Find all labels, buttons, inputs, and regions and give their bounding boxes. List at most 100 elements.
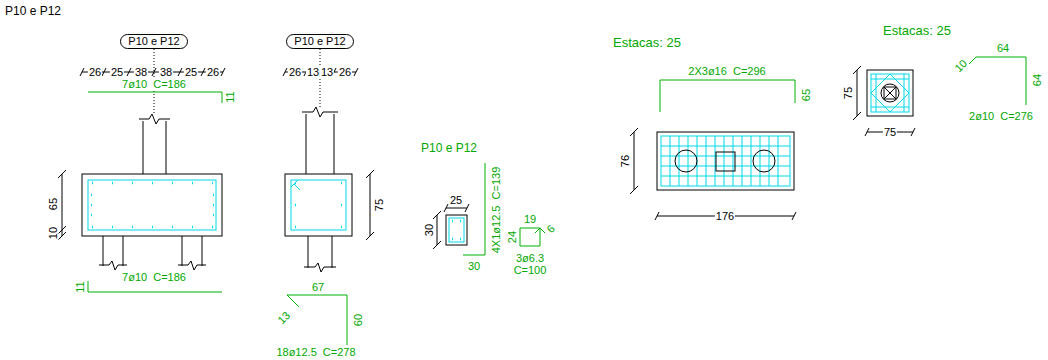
dimension-value: 26 bbox=[288, 67, 302, 78]
dimension-value: 30 bbox=[424, 223, 435, 237]
rebar-dot bbox=[295, 183, 342, 227]
pile-cap bbox=[867, 70, 913, 116]
dimension-value: 26 bbox=[88, 67, 102, 78]
dimension-tick bbox=[58, 170, 66, 240]
dimension-line bbox=[437, 215, 438, 245]
rebar-callout: 18ø12.5 C=278 bbox=[275, 347, 356, 358]
rebar-length: 10 bbox=[952, 57, 970, 75]
stirrup bbox=[88, 180, 216, 230]
column-outline bbox=[446, 215, 467, 245]
column bbox=[884, 87, 896, 99]
pile-cap bbox=[285, 174, 352, 236]
pile-cap bbox=[657, 132, 794, 190]
rebar-bar bbox=[88, 281, 222, 292]
dimension-value: 25 bbox=[184, 67, 198, 78]
rebar-callout: 3ø6.3 bbox=[515, 253, 545, 264]
rebar-length: 6 bbox=[544, 222, 558, 236]
dimension-tick bbox=[853, 66, 861, 120]
dimension-value: 38 bbox=[159, 67, 173, 78]
pile-cap bbox=[82, 174, 222, 236]
dimension-line bbox=[446, 208, 467, 209]
rebar-bar bbox=[463, 163, 545, 255]
rebar-grid bbox=[661, 136, 790, 186]
rebar-grid bbox=[871, 74, 909, 112]
stirrup-hook bbox=[291, 180, 300, 190]
rebar-bar bbox=[88, 92, 222, 292]
stirrup-shape bbox=[967, 57, 1026, 105]
view-tag-text: P10 e P12 bbox=[128, 36, 179, 47]
drawing-title: P10 e P12 bbox=[4, 5, 62, 17]
rebar-length: 11 bbox=[225, 90, 236, 103]
dimension-line bbox=[82, 72, 223, 73]
view-label: P10 e P12 bbox=[420, 142, 478, 154]
rebar-callout: 2X3ø16 C=296 bbox=[687, 66, 766, 77]
dimension-value: 65 bbox=[48, 197, 59, 211]
dimension-value: 75 bbox=[883, 127, 897, 138]
dimension-value: 26 bbox=[206, 67, 220, 78]
rebar-length: 64 bbox=[1032, 73, 1043, 87]
rebar-bar bbox=[88, 92, 222, 103]
rebar-grid bbox=[871, 74, 909, 112]
pile bbox=[881, 84, 899, 102]
rebar-length: 30 bbox=[467, 261, 481, 272]
rebar-bar bbox=[660, 57, 1026, 112]
rebar-callout: 7ø10 C=186 bbox=[121, 272, 187, 283]
stirrup bbox=[449, 218, 464, 242]
rebar-dot bbox=[452, 221, 461, 239]
pile-count: Estacas: 25 bbox=[612, 36, 682, 49]
column bbox=[884, 87, 896, 99]
rebar-cage bbox=[88, 180, 216, 230]
dimension-value: 75 bbox=[843, 86, 854, 100]
pile-cap-plan-rebar bbox=[661, 74, 909, 186]
rebar-callout: 4X1ø12.5 C=139 bbox=[491, 166, 502, 255]
rebar-length: 64 bbox=[996, 43, 1010, 54]
stirrup bbox=[291, 180, 346, 230]
pile-count: Estacas: 25 bbox=[882, 24, 952, 37]
elevation-view bbox=[58, 49, 225, 270]
column bbox=[302, 107, 338, 174]
pile-cap-plan bbox=[630, 66, 915, 220]
rebar-grid bbox=[871, 74, 909, 112]
rebar-grid bbox=[661, 136, 790, 186]
view-tag: P10 e P12 bbox=[120, 34, 188, 49]
column bbox=[716, 152, 735, 171]
dimension-value: 176 bbox=[715, 211, 735, 222]
dimension-value: 76 bbox=[620, 154, 631, 168]
rebar-length: 24 bbox=[507, 230, 518, 244]
dimension-value: 10 bbox=[48, 226, 59, 240]
dimension-value: 75 bbox=[374, 198, 385, 212]
axis-line bbox=[320, 49, 321, 108]
column-section bbox=[433, 204, 469, 249]
section-view bbox=[283, 49, 374, 272]
view-tag: P10 e P12 bbox=[286, 34, 354, 49]
rebar-callout: C=100 bbox=[513, 265, 548, 276]
view-tag-text: P10 e P12 bbox=[294, 36, 345, 47]
dimension-tick bbox=[630, 128, 638, 194]
rebar-length: 11 bbox=[75, 280, 86, 293]
rebar-length: 65 bbox=[801, 88, 812, 102]
rebar-bar bbox=[660, 80, 795, 112]
rebar-bar bbox=[463, 163, 485, 255]
dimension-line bbox=[857, 70, 858, 116]
rebar-cage bbox=[449, 218, 464, 242]
rebar-cage bbox=[291, 180, 346, 230]
dimension-value: 25 bbox=[110, 67, 124, 78]
dimension-line bbox=[634, 132, 635, 190]
dimension-line bbox=[62, 174, 63, 236]
dimension-line bbox=[370, 174, 371, 236]
stirrup-shape bbox=[287, 295, 347, 345]
rebar-dot bbox=[91, 183, 214, 227]
dimension-value: 13 bbox=[320, 67, 334, 78]
dimension-value: 26 bbox=[338, 67, 352, 78]
pile bbox=[99, 236, 206, 270]
pile bbox=[753, 150, 775, 172]
dimension-value: 25 bbox=[449, 195, 463, 206]
dimension-value: 38 bbox=[134, 67, 148, 78]
rebar-length: 60 bbox=[353, 313, 364, 327]
column bbox=[139, 114, 170, 174]
rebar-length: 13 bbox=[275, 309, 293, 327]
pile bbox=[675, 150, 697, 172]
rebar-length: 19 bbox=[523, 214, 537, 225]
